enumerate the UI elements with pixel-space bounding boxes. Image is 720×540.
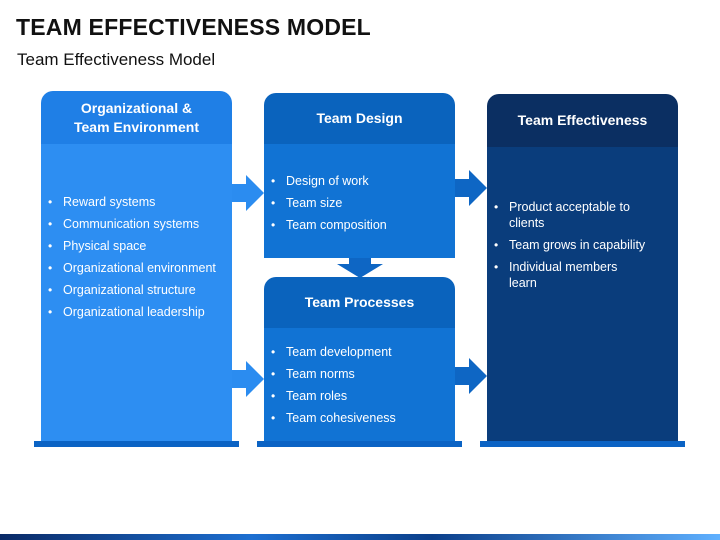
- effectiveness-card-header: Team Effectiveness: [487, 94, 678, 147]
- right-arrow-icon: [232, 175, 264, 211]
- column-base: [257, 441, 462, 447]
- list-item: Organizational structure: [47, 282, 226, 298]
- processes-card-header: Team Processes: [264, 277, 455, 328]
- right-arrow-icon: [455, 358, 487, 394]
- environment-card-header: Organizational & Team Environment: [41, 91, 232, 144]
- list-item: Team grows in capability: [493, 237, 648, 253]
- processes-card-title: Team Processes: [304, 294, 415, 310]
- list-item: Team roles: [270, 388, 449, 404]
- effectiveness-card-title: Team Effectiveness: [517, 112, 648, 128]
- environment-card-body: Reward systems Communication systems Phy…: [41, 144, 232, 441]
- list-item: Product acceptable to clients: [493, 199, 648, 231]
- right-arrow-icon: [232, 361, 264, 397]
- list-item: Communication systems: [47, 216, 226, 232]
- list-item: Physical space: [47, 238, 226, 254]
- list-item: Team composition: [270, 217, 449, 233]
- column-base: [480, 441, 685, 447]
- design-card: Team Design Design of work Team size Tea…: [264, 93, 455, 258]
- environment-list: Reward systems Communication systems Phy…: [47, 194, 226, 326]
- design-card-body: Design of work Team size Team compositio…: [264, 144, 455, 258]
- right-arrow-icon: [455, 170, 487, 206]
- list-item: Organizational leadership: [47, 304, 226, 320]
- list-item: Team norms: [270, 366, 449, 382]
- design-list: Design of work Team size Team compositio…: [270, 173, 449, 239]
- design-card-header: Team Design: [264, 93, 455, 144]
- list-item: Organizational environment: [47, 260, 226, 276]
- footer-accent-bar: [0, 534, 720, 540]
- list-item: Team development: [270, 344, 449, 360]
- page-subtitle: Team Effectiveness Model: [17, 50, 216, 69]
- effectiveness-card-body: Product acceptable to clients Team grows…: [487, 147, 678, 441]
- list-item: Individual members learn: [493, 259, 648, 291]
- list-item: Design of work: [270, 173, 449, 189]
- processes-card-body: Team development Team norms Team roles T…: [264, 328, 455, 441]
- list-item: Team cohesiveness: [270, 410, 449, 426]
- list-item: Reward systems: [47, 194, 226, 210]
- effectiveness-list: Product acceptable to clients Team grows…: [493, 199, 648, 297]
- processes-list: Team development Team norms Team roles T…: [270, 344, 449, 432]
- down-arrow-icon: [337, 258, 383, 278]
- environment-card: Organizational & Team Environment Reward…: [41, 91, 232, 441]
- processes-card: Team Processes Team development Team nor…: [264, 277, 455, 441]
- column-base: [34, 441, 239, 447]
- page-title: TEAM EFFECTIVENESS MODEL: [16, 14, 371, 40]
- environment-card-title: Organizational & Team Environment: [74, 99, 199, 135]
- design-card-title: Team Design: [316, 110, 403, 126]
- list-item: Team size: [270, 195, 449, 211]
- effectiveness-card: Team Effectiveness Product acceptable to…: [487, 94, 678, 441]
